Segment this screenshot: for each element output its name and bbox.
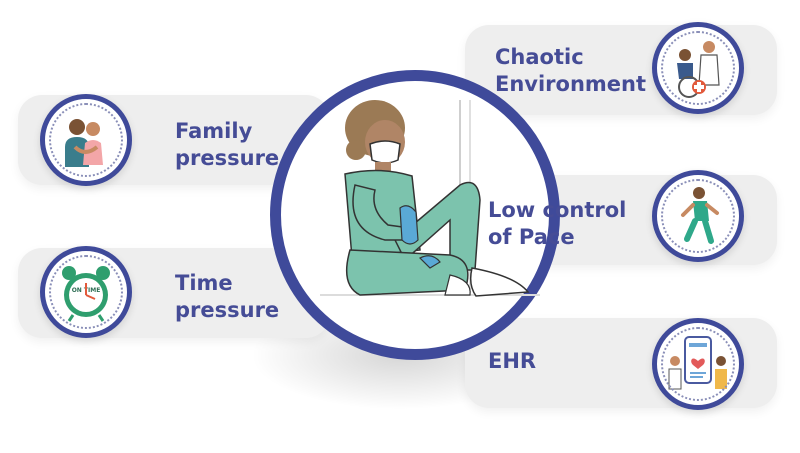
running-nurse-icon xyxy=(681,187,719,244)
family-hug-icon xyxy=(65,119,103,167)
icon-circle-family xyxy=(40,94,132,186)
doctor-wheelchair-icon xyxy=(677,41,720,98)
label-chaotic-environment: Chaotic Environment xyxy=(495,45,647,96)
health-record-icon xyxy=(668,336,727,390)
label-ehr: EHR xyxy=(488,349,537,373)
icon-circle-ehr xyxy=(652,318,744,410)
icon-circle-pace xyxy=(652,170,744,262)
label-family-pressure: Family pressure xyxy=(175,119,280,170)
icon-circle-time: ON TIME xyxy=(40,246,132,338)
tired-nurse-icon xyxy=(320,100,540,297)
label-time-pressure: Time pressure xyxy=(175,271,280,322)
clock-text: ON TIME xyxy=(72,287,101,294)
icon-circle-chaotic xyxy=(652,22,744,114)
alarm-clock-icon: ON TIME xyxy=(62,266,110,322)
label-low-control-of-pace: Low control of Pace xyxy=(488,198,627,249)
